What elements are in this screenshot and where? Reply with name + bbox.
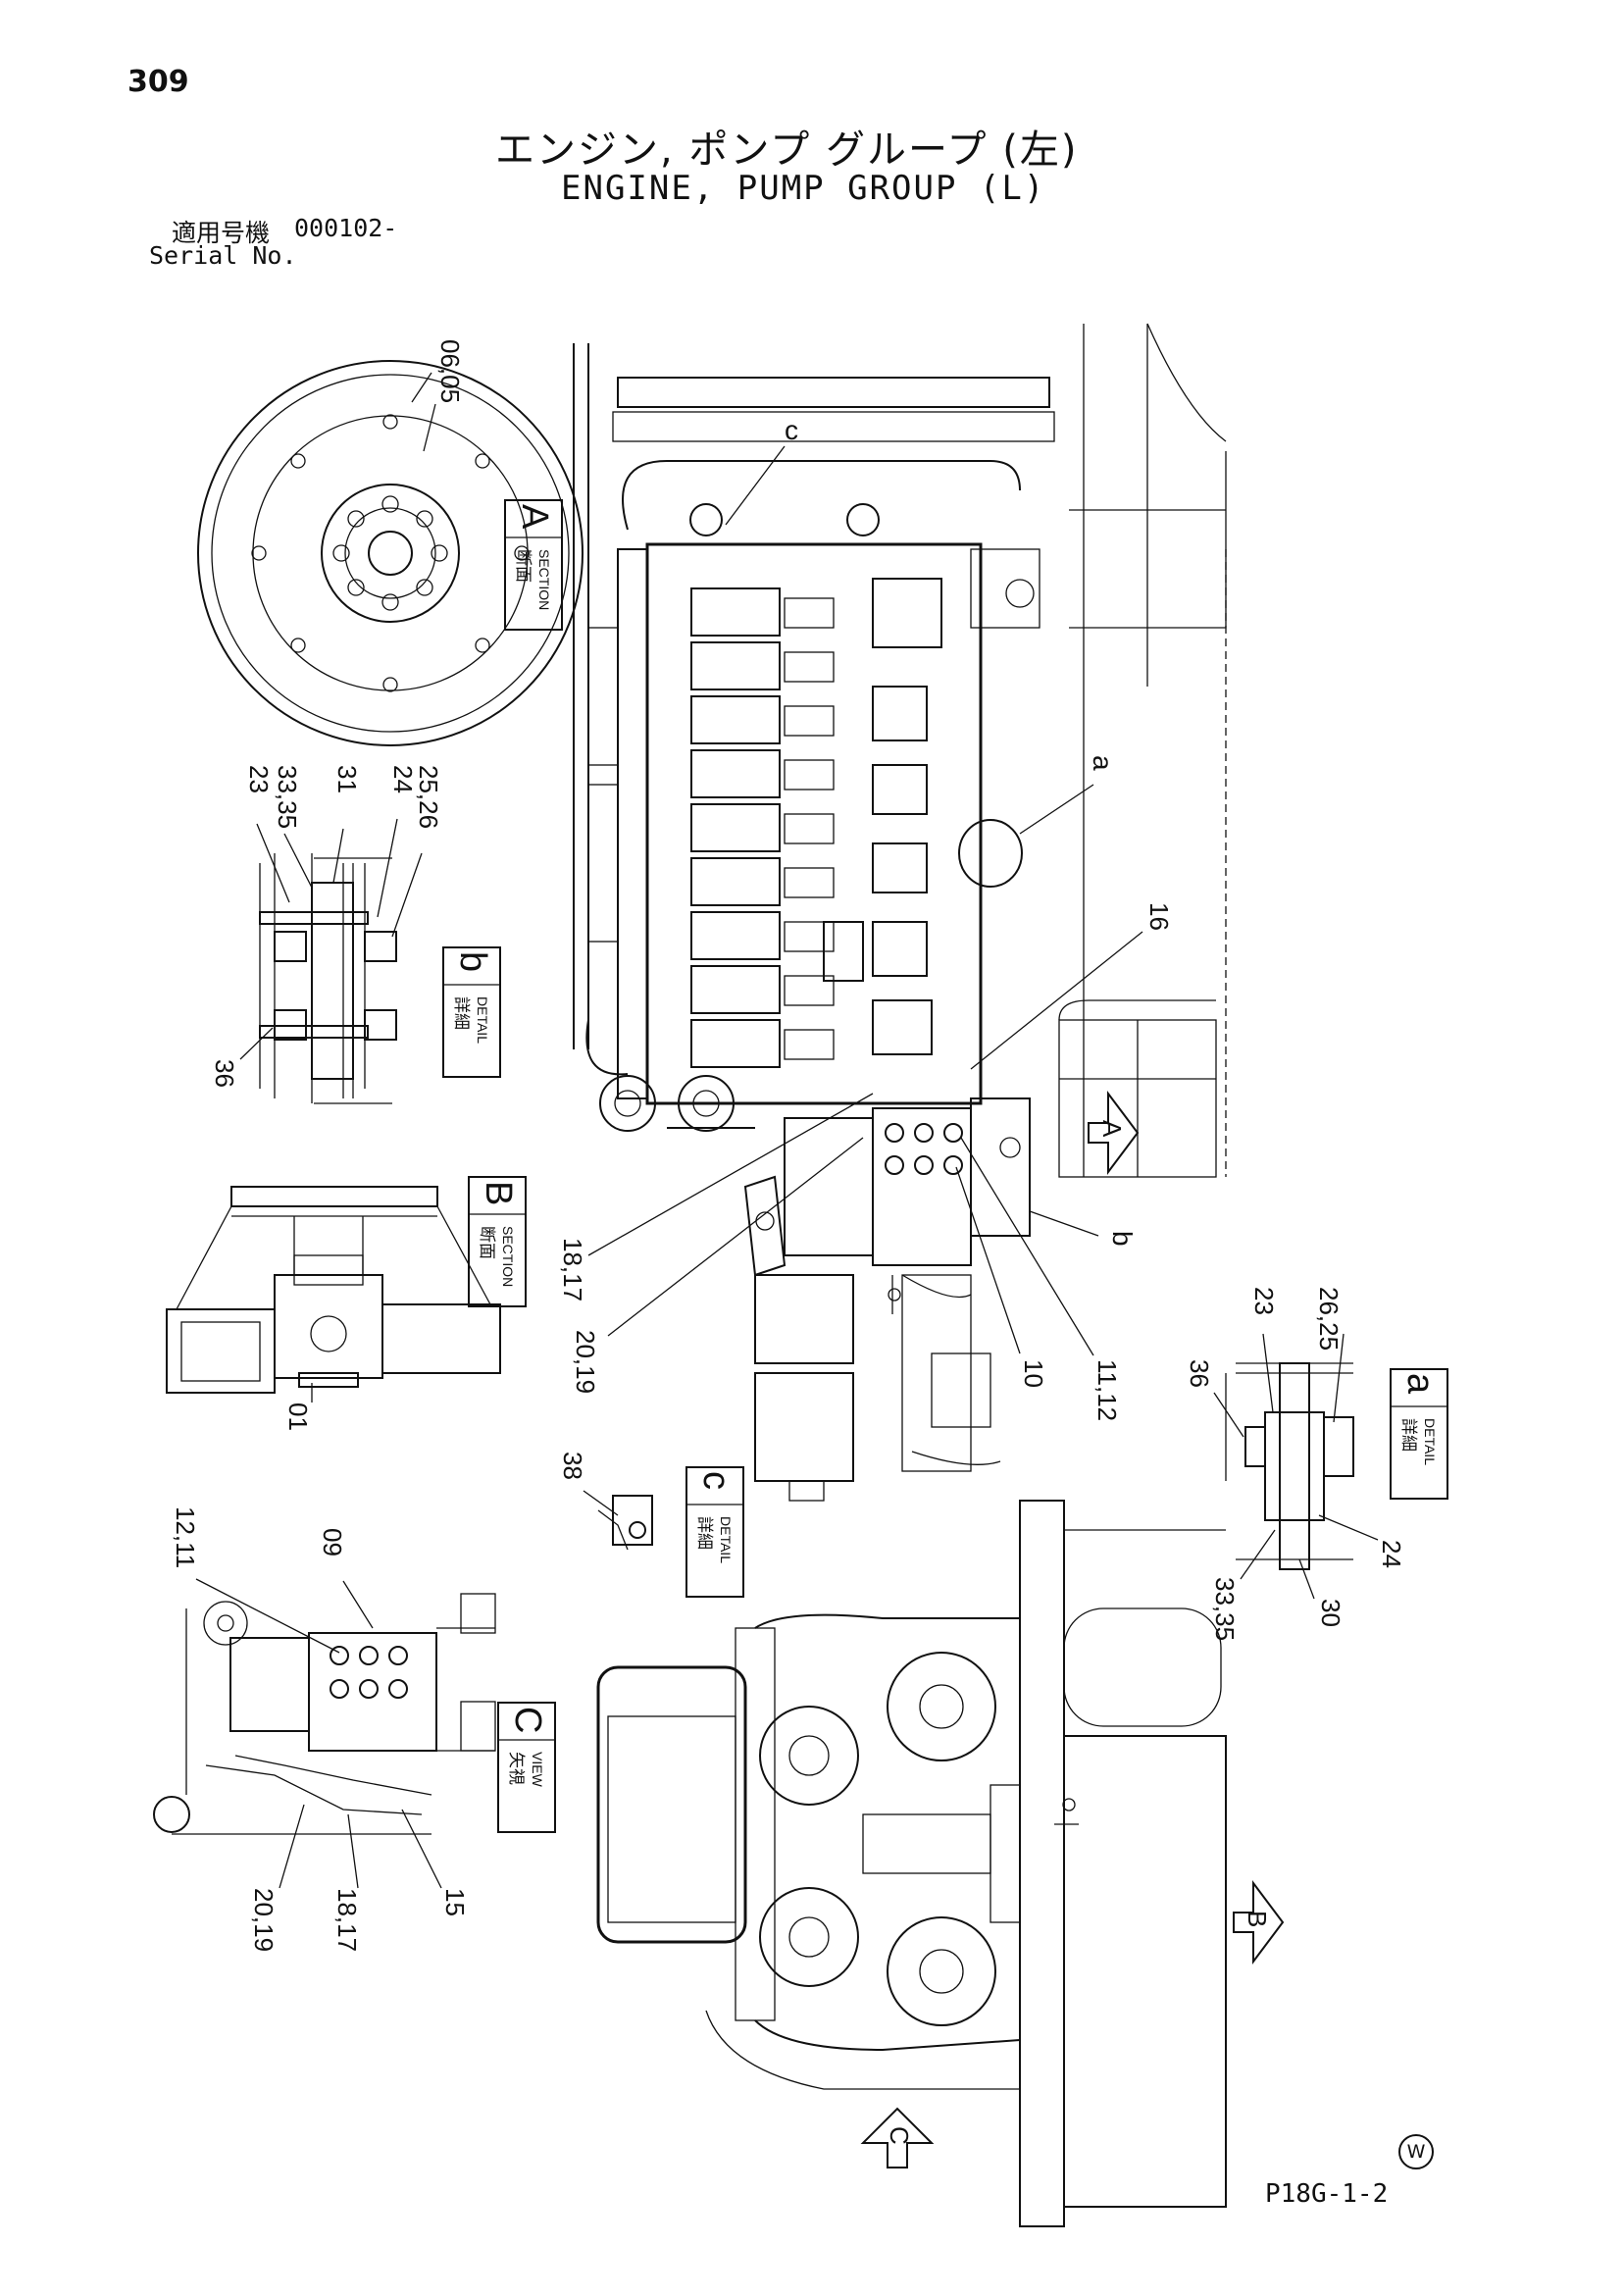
view-c-letter: C	[507, 1707, 548, 1733]
section-b-drawing	[166, 1186, 501, 1394]
label-detail-c: c 詳細 DETAIL	[685, 1466, 744, 1598]
callout-30-a: 30	[1316, 1599, 1345, 1627]
section-b-jp: 断面	[478, 1226, 496, 1259]
callout-06-05: 06,05	[435, 339, 465, 403]
callout-20-19: 20,19	[571, 1330, 600, 1394]
callout-16: 16	[1144, 902, 1174, 931]
callout-15: 15	[440, 1888, 470, 1916]
section-b-letter: B	[478, 1181, 519, 1205]
engine-rear-view	[596, 1500, 1227, 2227]
callout-36: 36	[210, 1059, 239, 1088]
callout-12-11: 12,11	[171, 1506, 200, 1568]
callout-24: 24	[388, 765, 418, 793]
detail-b-drawing	[259, 853, 397, 1104]
callout-23-a: 23	[1249, 1287, 1279, 1315]
callout-33-35-a: 33,35	[1210, 1577, 1240, 1641]
callout-18-17: 18,17	[558, 1238, 587, 1301]
detail-b-en: DETAIL	[475, 996, 490, 1044]
detail-c-en: DETAIL	[718, 1516, 734, 1563]
w-mark: W	[1398, 2134, 1434, 2169]
callout-24-a: 24	[1377, 1540, 1406, 1568]
detail-b-jp: 詳細	[452, 996, 471, 1030]
callout-20-19-c: 20,19	[249, 1888, 279, 1952]
callout-31: 31	[332, 765, 362, 793]
detail-a-drawing	[1225, 1362, 1354, 1570]
section-a-jp: 断面	[514, 549, 533, 583]
detail-b-letter: b	[452, 951, 493, 972]
drawing-code: P18G-1-2	[1265, 2179, 1389, 2209]
label-view-c: C 矢視 VIEW	[497, 1702, 556, 1833]
callout-09: 09	[318, 1528, 347, 1556]
view-arrow-c: C	[860, 2107, 935, 2168]
label-section-a: A 断面 SECTION	[504, 499, 563, 631]
view-arrow-b-letter: B	[1243, 1911, 1272, 1927]
pump-group	[743, 1097, 1031, 1502]
page-number: 309	[127, 65, 189, 99]
detail-a-en: DETAIL	[1422, 1418, 1438, 1465]
callout-25-26: 25,26	[414, 765, 443, 829]
view-c-en: VIEW	[530, 1752, 545, 1788]
callout-01: 01	[283, 1403, 313, 1431]
callout-36-a: 36	[1185, 1359, 1214, 1388]
view-arrow-a: A	[1088, 1091, 1140, 1175]
leader-letter-a: a	[1088, 755, 1118, 771]
detail-a-jp: 詳細	[1399, 1418, 1418, 1452]
page-title-jp: エンジン, ポンプ グループ (左)	[495, 128, 1079, 173]
detail-c-drawing	[597, 1495, 653, 1551]
view-arrow-b: B	[1233, 1880, 1285, 1964]
detail-c-jp: 詳細	[695, 1516, 714, 1550]
view-c-jp: 矢視	[507, 1752, 526, 1785]
cylinder-heads	[690, 587, 835, 1068]
leader-letter-c: c	[785, 415, 798, 445]
engine-side-view	[573, 323, 1227, 1178]
detail-c-letter: c	[695, 1471, 736, 1490]
serial-label-jp: 適用号機	[172, 219, 271, 247]
page-title-en: ENGINE, PUMP GROUP (L)	[561, 169, 1046, 208]
detail-a-letter: a	[1399, 1373, 1441, 1395]
section-a-letter: A	[514, 504, 555, 530]
label-section-b: B 断面 SECTION	[468, 1176, 527, 1307]
label-detail-b: b 詳細 DETAIL	[442, 946, 501, 1078]
view-c-drawing	[153, 1593, 496, 1835]
section-b-en: SECTION	[500, 1226, 516, 1287]
callout-18-17-c: 18,17	[332, 1888, 362, 1952]
view-arrow-c-letter: C	[885, 2126, 914, 2145]
callout-10: 10	[1019, 1359, 1048, 1388]
callout-33-35: 33,35	[273, 765, 302, 829]
callout-11-12: 11,12	[1092, 1359, 1122, 1421]
section-a-en: SECTION	[536, 549, 552, 610]
leader-letter-b: b	[1107, 1231, 1138, 1247]
flywheel-section-a	[197, 360, 584, 746]
callout-26-25-a: 26,25	[1314, 1287, 1344, 1351]
serial-value: 000102-	[294, 214, 398, 242]
serial-label-en: Serial No.	[149, 241, 297, 270]
callout-38: 38	[558, 1452, 587, 1480]
callout-23: 23	[244, 765, 274, 793]
view-arrow-a-letter: A	[1097, 1120, 1127, 1138]
label-detail-a: a 詳細 DETAIL	[1390, 1368, 1448, 1500]
